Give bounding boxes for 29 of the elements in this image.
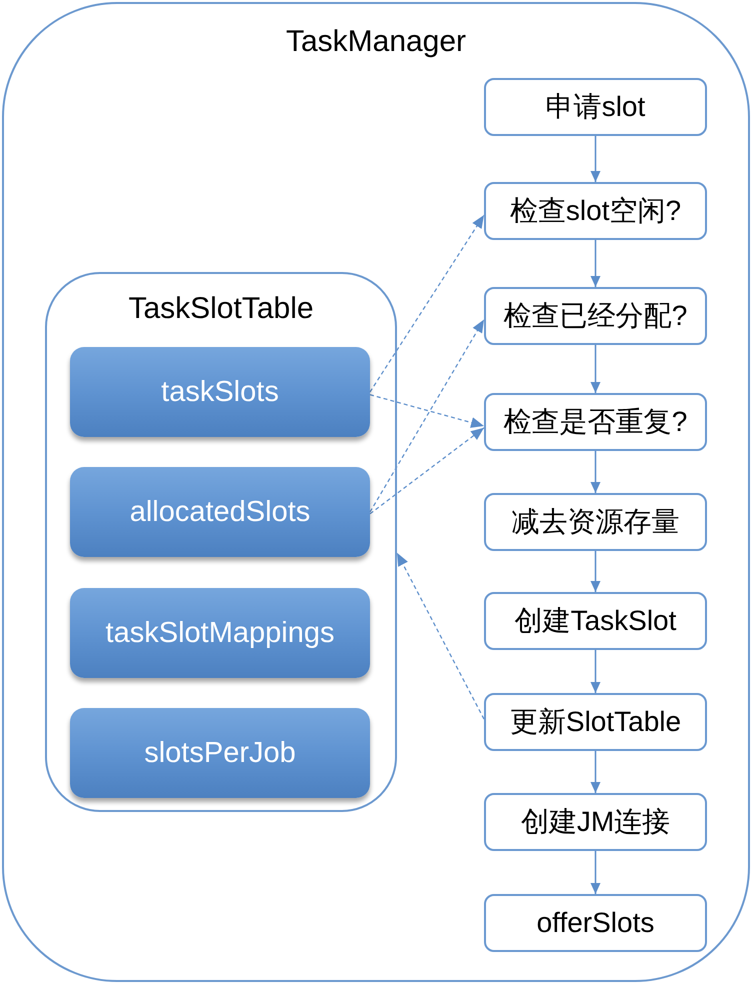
arrow (590, 650, 600, 693)
process-box: offerSlots (484, 894, 707, 952)
process-box: 检查slot空闲? (484, 182, 707, 240)
process-box: 创建TaskSlot (484, 592, 707, 650)
field-box: slotsPerJob (70, 708, 370, 798)
container-box (45, 272, 397, 812)
dashed-arrow (370, 214, 484, 392)
arrow (590, 851, 600, 894)
container-title: TaskManager (286, 25, 466, 59)
process-box: 创建JM连接 (484, 793, 707, 851)
process-box: 减去资源存量 (484, 493, 707, 551)
arrow (590, 136, 600, 182)
container-title: TaskSlotTable (128, 292, 314, 326)
arrow (590, 751, 600, 793)
field-box: allocatedSlots (70, 467, 370, 557)
dashed-arrow (370, 394, 484, 428)
process-box: 检查是否重复? (484, 393, 707, 451)
dashed-arrow (370, 427, 484, 514)
arrow (590, 551, 600, 592)
field-box: taskSlotMappings (70, 588, 370, 678)
dashed-arrow (396, 552, 485, 720)
arrow (590, 451, 600, 493)
dashed-arrow (369, 319, 485, 512)
process-box: 检查已经分配? (484, 287, 707, 345)
arrow (590, 240, 600, 287)
arrow (590, 345, 600, 393)
process-box: 更新SlotTable (484, 693, 707, 751)
field-box: taskSlots (70, 347, 370, 437)
process-box: 申请slot (484, 78, 707, 136)
